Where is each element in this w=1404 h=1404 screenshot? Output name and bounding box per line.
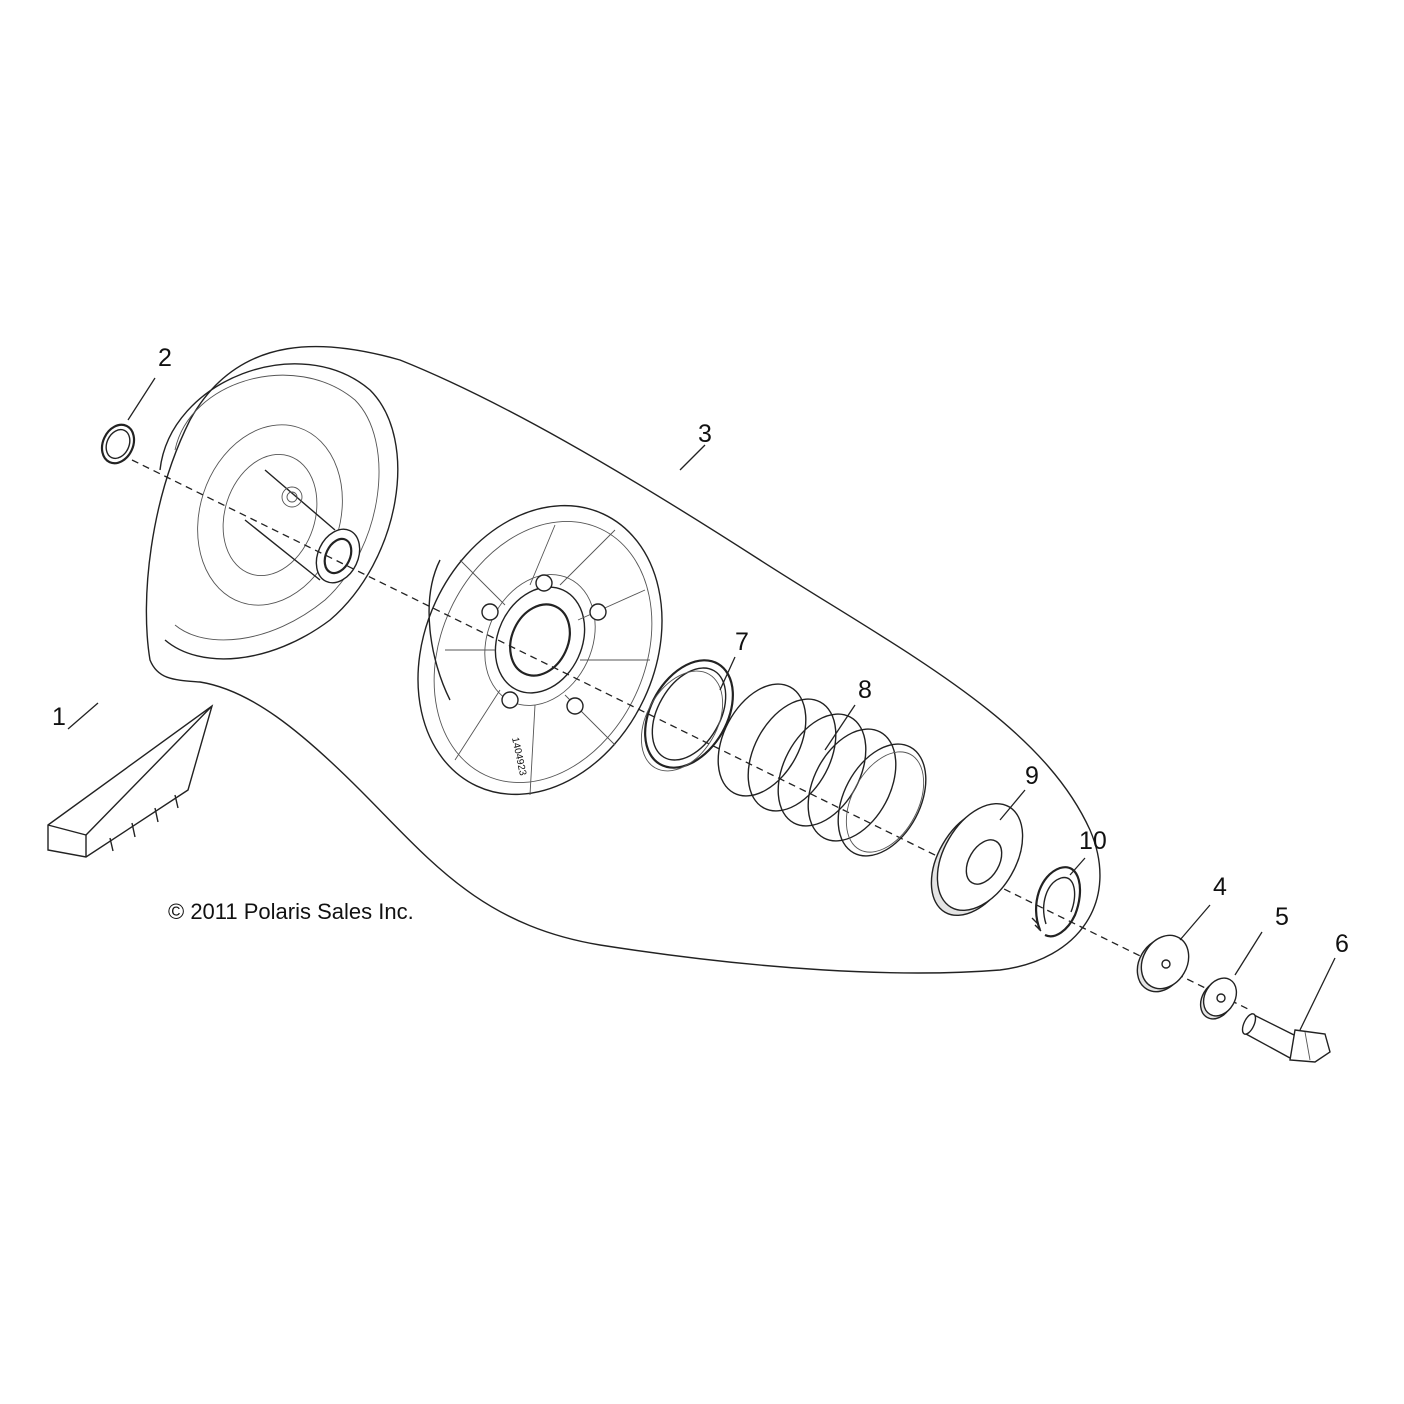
part-5-washer [1199, 977, 1238, 1020]
part-10-snap-ring [1031, 866, 1082, 938]
part-6-bolt [1241, 1013, 1331, 1063]
callout-3: 3 [698, 420, 712, 448]
callout-10: 10 [1079, 827, 1107, 855]
leader-lines [67, 377, 1336, 1031]
callout-1: 1 [52, 703, 66, 731]
part-4-washer [1136, 934, 1190, 993]
part-9-spring-retainer [930, 802, 1024, 917]
part-1-drive-belt [47, 704, 214, 858]
callout-2: 2 [158, 344, 172, 372]
callout-8: 8 [858, 676, 872, 704]
fixed-sheave [159, 363, 399, 660]
sheave-code: 1404923 [509, 736, 528, 777]
callout-labels: 1 2 3 4 5 6 7 8 9 10 [52, 344, 1349, 958]
part-3-clutch-assembly-outline [145, 345, 1101, 974]
part-7-seal [640, 659, 734, 772]
callout-9: 9 [1025, 762, 1039, 790]
part-2-ring [100, 423, 136, 465]
copyright-notice: © 2011 Polaris Sales Inc. [168, 899, 414, 924]
sheave-bosses [481, 574, 607, 715]
part-8-spring [717, 683, 927, 857]
movable-sheave: 1404923 [417, 504, 663, 796]
assembly-axis [131, 459, 1251, 1011]
callout-4: 4 [1213, 873, 1227, 901]
callout-5: 5 [1275, 903, 1289, 931]
callout-7: 7 [735, 628, 749, 656]
sheave-spokes [445, 524, 650, 796]
callout-6: 6 [1335, 930, 1349, 958]
